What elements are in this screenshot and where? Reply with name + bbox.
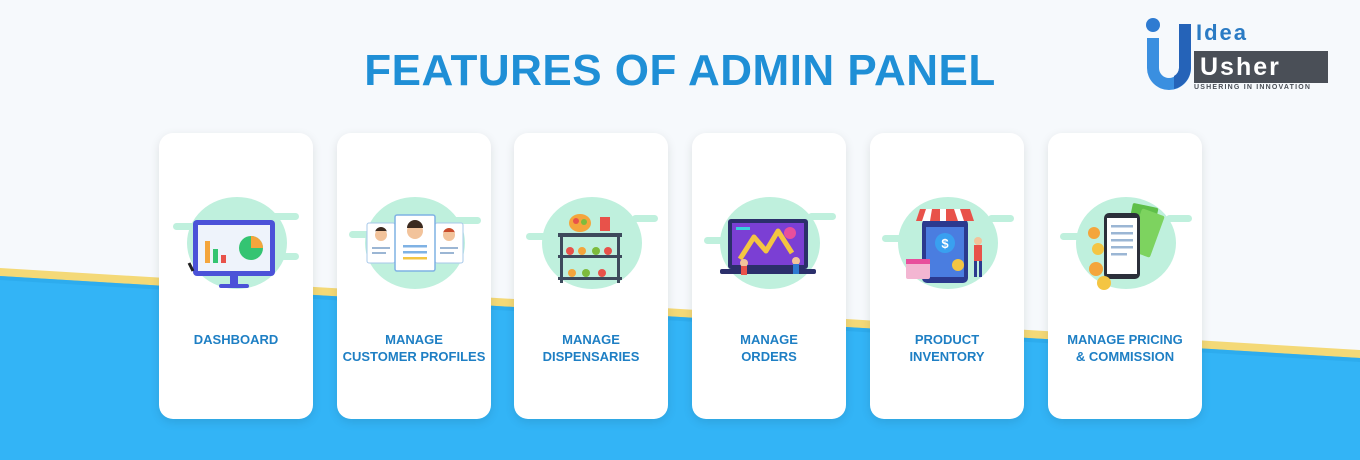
pricing-phone-coins-icon (1060, 197, 1192, 290)
logo-tagline: USHERING IN INNOVATION (1194, 84, 1312, 91)
feature-label: MANAGE PRICING& COMMISSION (1067, 332, 1183, 364)
feature-card-pricing: MANAGE PRICING& COMMISSION (1048, 133, 1202, 419)
dispensary-shelf-icon (526, 197, 658, 289)
logo-u-icon (1146, 18, 1191, 90)
logo-word-idea: Idea (1196, 20, 1249, 45)
inventory-store-icon: $ (882, 197, 1014, 289)
svg-text:$: $ (941, 236, 949, 251)
logo-word-usher: Usher (1194, 51, 1328, 83)
feature-card-dashboard: DASHBOARD (159, 133, 313, 419)
orders-laptop-icon (704, 197, 836, 289)
customer-profiles-icon (349, 197, 481, 289)
dashboard-monitor-icon (173, 197, 299, 289)
feature-label: DASHBOARD (193, 332, 279, 347)
page-title: FEATURES OF ADMIN PANEL (364, 46, 996, 95)
idea-usher-logo: Idea Usher USHERING IN INNOVATION (1144, 16, 1334, 96)
